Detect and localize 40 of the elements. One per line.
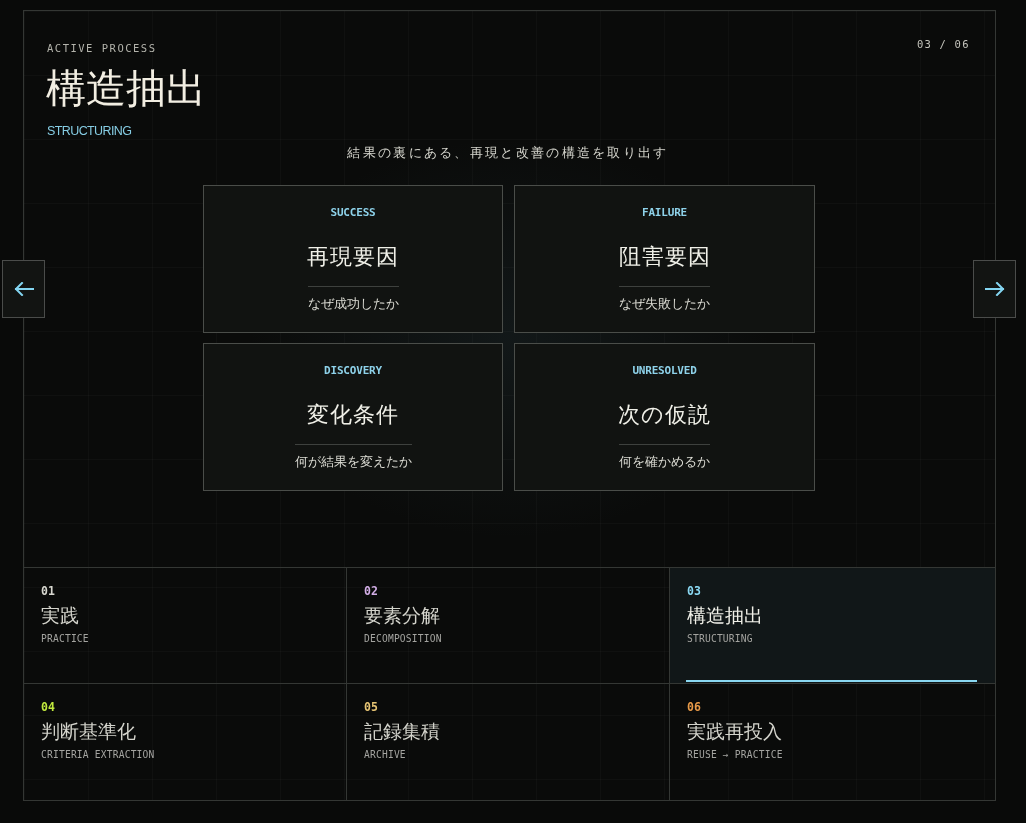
card bbox=[514, 343, 815, 491]
page-title: 構造抽出 bbox=[46, 64, 206, 113]
card-subtitle: 何が結果を変えたか bbox=[294, 453, 412, 471]
card-title: 変化条件 bbox=[306, 401, 400, 429]
card-title: 次の仮説 bbox=[617, 401, 712, 429]
step-subtitle: CRITERIA EXTRACTION bbox=[41, 748, 155, 762]
tagline: 結果の裏にある、再現と改善の構造を取り出す bbox=[346, 144, 670, 162]
card-tag: FAILURE bbox=[515, 206, 814, 220]
subtitle-tag: STRUCTURING bbox=[47, 123, 132, 139]
step-number: 04 bbox=[41, 700, 55, 714]
step-number: 06 bbox=[687, 700, 701, 714]
step-number: 01 bbox=[41, 584, 55, 598]
step-subtitle: STRUCTURING bbox=[687, 632, 753, 646]
step-title: 記録集積 bbox=[364, 719, 440, 743]
card-subtitle: 何を確かめるか bbox=[619, 453, 710, 471]
card-title: 阻害要因 bbox=[617, 243, 712, 271]
card bbox=[514, 185, 815, 333]
step-subtitle: DECOMPOSITION bbox=[364, 632, 442, 646]
step-title: 判断基準化 bbox=[41, 719, 136, 743]
step-number: 03 bbox=[687, 584, 701, 598]
step-subtitle: PRACTICE bbox=[41, 632, 89, 646]
section-label: ACTIVE PROCESS bbox=[47, 41, 157, 55]
card-subtitle: なぜ成功したか bbox=[307, 295, 399, 313]
card-tag: DISCOVERY bbox=[204, 364, 502, 378]
step-tile bbox=[669, 567, 996, 684]
step-title: 構造抽出 bbox=[687, 603, 763, 627]
card bbox=[203, 343, 503, 491]
page-counter: 03 / 06 bbox=[917, 37, 970, 51]
step-subtitle: REUSE → PRACTICE bbox=[687, 748, 783, 762]
step-number: 05 bbox=[364, 700, 378, 714]
step-title: 実践再投入 bbox=[687, 719, 782, 743]
step-title: 要素分解 bbox=[364, 603, 440, 627]
card-tag: SUCCESS bbox=[204, 206, 502, 220]
card-title: 再現要因 bbox=[306, 243, 400, 271]
card bbox=[203, 185, 503, 333]
card-subtitle: なぜ失敗したか bbox=[619, 295, 710, 313]
step-subtitle: ARCHIVE bbox=[364, 748, 406, 762]
card-tag: UNRESOLVED bbox=[515, 364, 814, 378]
step-number: 02 bbox=[364, 584, 378, 598]
step-title: 実践 bbox=[41, 603, 79, 627]
